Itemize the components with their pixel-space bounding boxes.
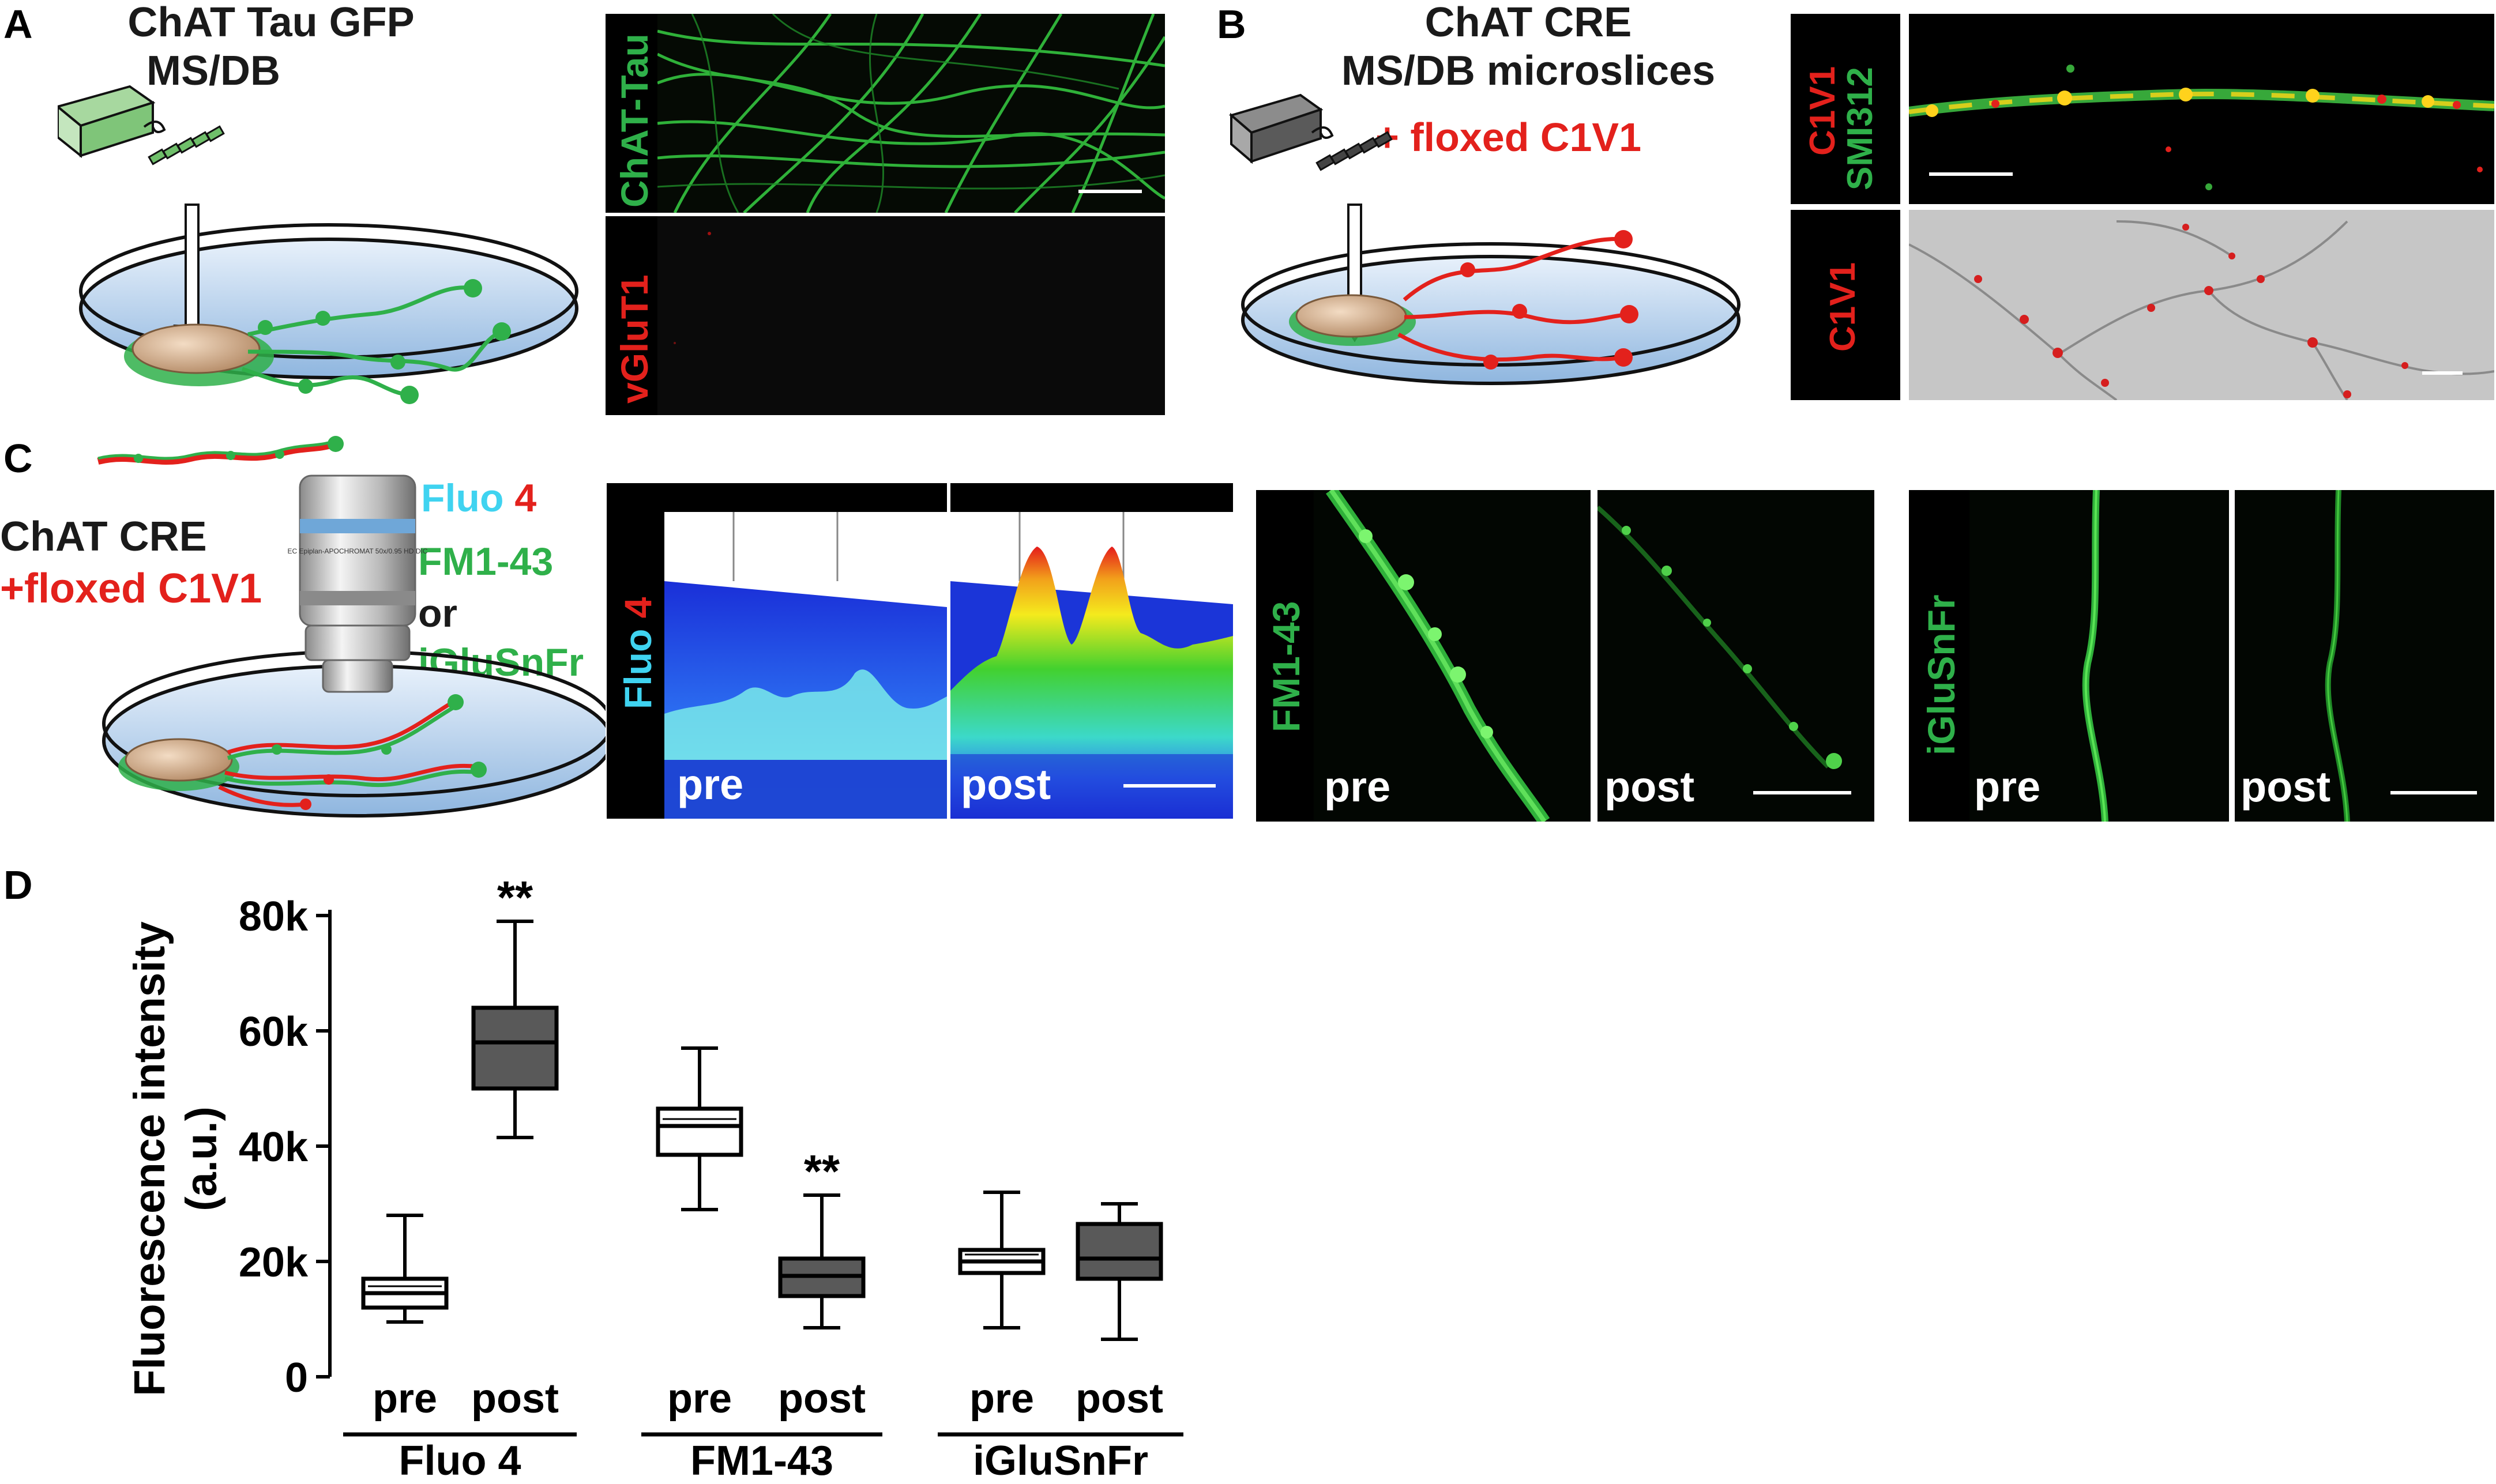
y-axis-title: Fluorescence intensity (a.u.) — [125, 921, 226, 1396]
panel-c-fluo-label: Fluo 4 — [421, 476, 536, 521]
panel-a-label-chat-tau: ChAT-Tau — [613, 33, 656, 208]
fluo-word: Fluo — [421, 476, 504, 520]
panel-label-b: B — [1217, 2, 1246, 47]
panel-c-title-2: +floxed C1V1 — [0, 566, 262, 612]
x-tick-label: pre — [373, 1376, 437, 1422]
fluo-vertical-word: Fluo — [617, 628, 659, 709]
y-axis-title-line2: (a.u.) — [177, 1106, 226, 1211]
fluo4-post-plot: post — [950, 483, 1233, 819]
fluo4-post-label: post — [961, 760, 1051, 808]
panel-c-dye1: FM1-43 — [418, 540, 554, 583]
tissue-slice — [131, 323, 261, 374]
iglu-label-strip — [1909, 490, 1969, 822]
x-tick-label: pre — [969, 1376, 1034, 1422]
group-label: Fluo 4 — [399, 1438, 521, 1484]
y-tick-label: 40k — [239, 1124, 309, 1170]
panel-b-label-c1v1-top: C1V1 — [1803, 66, 1843, 156]
x-tick-label: post — [471, 1376, 559, 1422]
y-axis-title-line1: Fluorescence intensity — [125, 921, 174, 1396]
chat-tau-image — [657, 14, 1165, 213]
panel-b-title-2: MS/DB microslices — [1341, 48, 1716, 94]
scale-bar — [2390, 791, 2477, 794]
objective-icon — [299, 474, 416, 693]
y-tick-label: 80k — [239, 894, 309, 940]
panel-label-a: A — [3, 2, 33, 47]
box-plot-chart: Fluorescence intensity (a.u.) 0 20k 40k 60k… — [125, 872, 1183, 1484]
x-tick-label: post — [778, 1376, 866, 1422]
group-label: FM1-43 — [690, 1438, 833, 1484]
vector-icon-dark — [1228, 93, 1393, 171]
c1v1-smi312-image — [1909, 14, 2494, 204]
x-tick-label: pre — [667, 1376, 732, 1422]
panel-b-label-strip-top — [1791, 14, 1900, 204]
panel-c-title-1: ChAT CRE — [0, 514, 207, 560]
scale-bar — [1123, 784, 1216, 788]
group-label: iGluSnFr — [973, 1438, 1148, 1484]
fluo4-pre-label: pre — [677, 760, 744, 808]
iglusnfr-pre-label: pre — [1974, 763, 2041, 811]
y-tick-label: 60k — [239, 1009, 309, 1055]
scale-bar — [1929, 172, 2013, 176]
panel-label-c: C — [3, 436, 33, 481]
panel-a-label-strip-bottom — [606, 216, 657, 415]
panel-c-schematic: EC Epiplan-APOCHROMAT 50x/0.95 HD DIC — [97, 436, 606, 818]
tissue-slice — [1295, 294, 1407, 338]
iglusnfr-post-label: post — [2241, 763, 2331, 811]
panel-b-title-1: ChAT CRE — [1424, 0, 1632, 46]
box — [656, 1106, 743, 1157]
fluo-label-strip — [607, 483, 664, 819]
scale-bar — [2422, 371, 2463, 375]
objective-text: EC Epiplan-APOCHROMAT 50x/0.95 HD DIC — [288, 547, 428, 555]
panel-label-d: D — [3, 862, 33, 907]
box — [471, 1005, 559, 1091]
iglusnfr-post-image: post — [2235, 490, 2494, 822]
panel-b-subtitle: + floxed C1V1 — [1375, 115, 1642, 160]
significance-label: ** — [497, 872, 533, 923]
panel-c-or: or — [418, 592, 457, 635]
iglusnfr-pre-image: pre — [1969, 490, 2229, 822]
scale-bar — [1078, 190, 1142, 193]
fm-label-strip — [1256, 490, 1314, 822]
panel-b-label-smi312: SMI312 — [1840, 67, 1880, 190]
fm1-43-post-label: post — [1604, 763, 1695, 811]
x-tick-label: post — [1076, 1376, 1163, 1422]
vector-icon — [58, 85, 225, 165]
panel-a-label-strip-top — [606, 14, 657, 213]
panel-a-dish-schematic — [58, 85, 578, 404]
fm1-43-pre-label: pre — [1324, 763, 1391, 811]
y-tick-label: 0 — [285, 1355, 308, 1401]
scale-bar — [1753, 791, 1851, 794]
panel-b-dish-schematic — [1228, 93, 1741, 385]
significance-label: ** — [804, 1146, 840, 1197]
iglusnfr-vertical-label: iGluSnFr — [1920, 594, 1963, 755]
panel-a-title-2: MS/DB — [146, 48, 280, 94]
fm1-43-post-image: post — [1597, 490, 1874, 822]
y-tick-label: 20k — [239, 1240, 309, 1286]
fluo-number: 4 — [514, 476, 537, 520]
fm1-43-vertical-label: FM1-43 — [1265, 601, 1307, 732]
fluo-vertical-number: 4 — [617, 597, 659, 619]
axon-icon — [97, 436, 344, 465]
tissue-slice — [125, 738, 233, 782]
panel-b-label-c1v1-bottom: C1V1 — [1823, 262, 1863, 352]
vglut1-image — [657, 216, 1165, 415]
panel-b-label-strip-bottom — [1791, 210, 1900, 400]
c1v1-brightfield-image — [1909, 210, 2494, 400]
panel-a-label-vglut1: vGluT1 — [613, 274, 656, 404]
fluo4-vertical-label: Fluo 4 — [616, 597, 660, 709]
fluo4-pre-plot: pre — [664, 483, 947, 819]
fm1-43-pre-image: pre — [1314, 490, 1591, 822]
panel-a-title-1: ChAT Tau GFP — [127, 0, 415, 46]
box — [1076, 1222, 1163, 1281]
